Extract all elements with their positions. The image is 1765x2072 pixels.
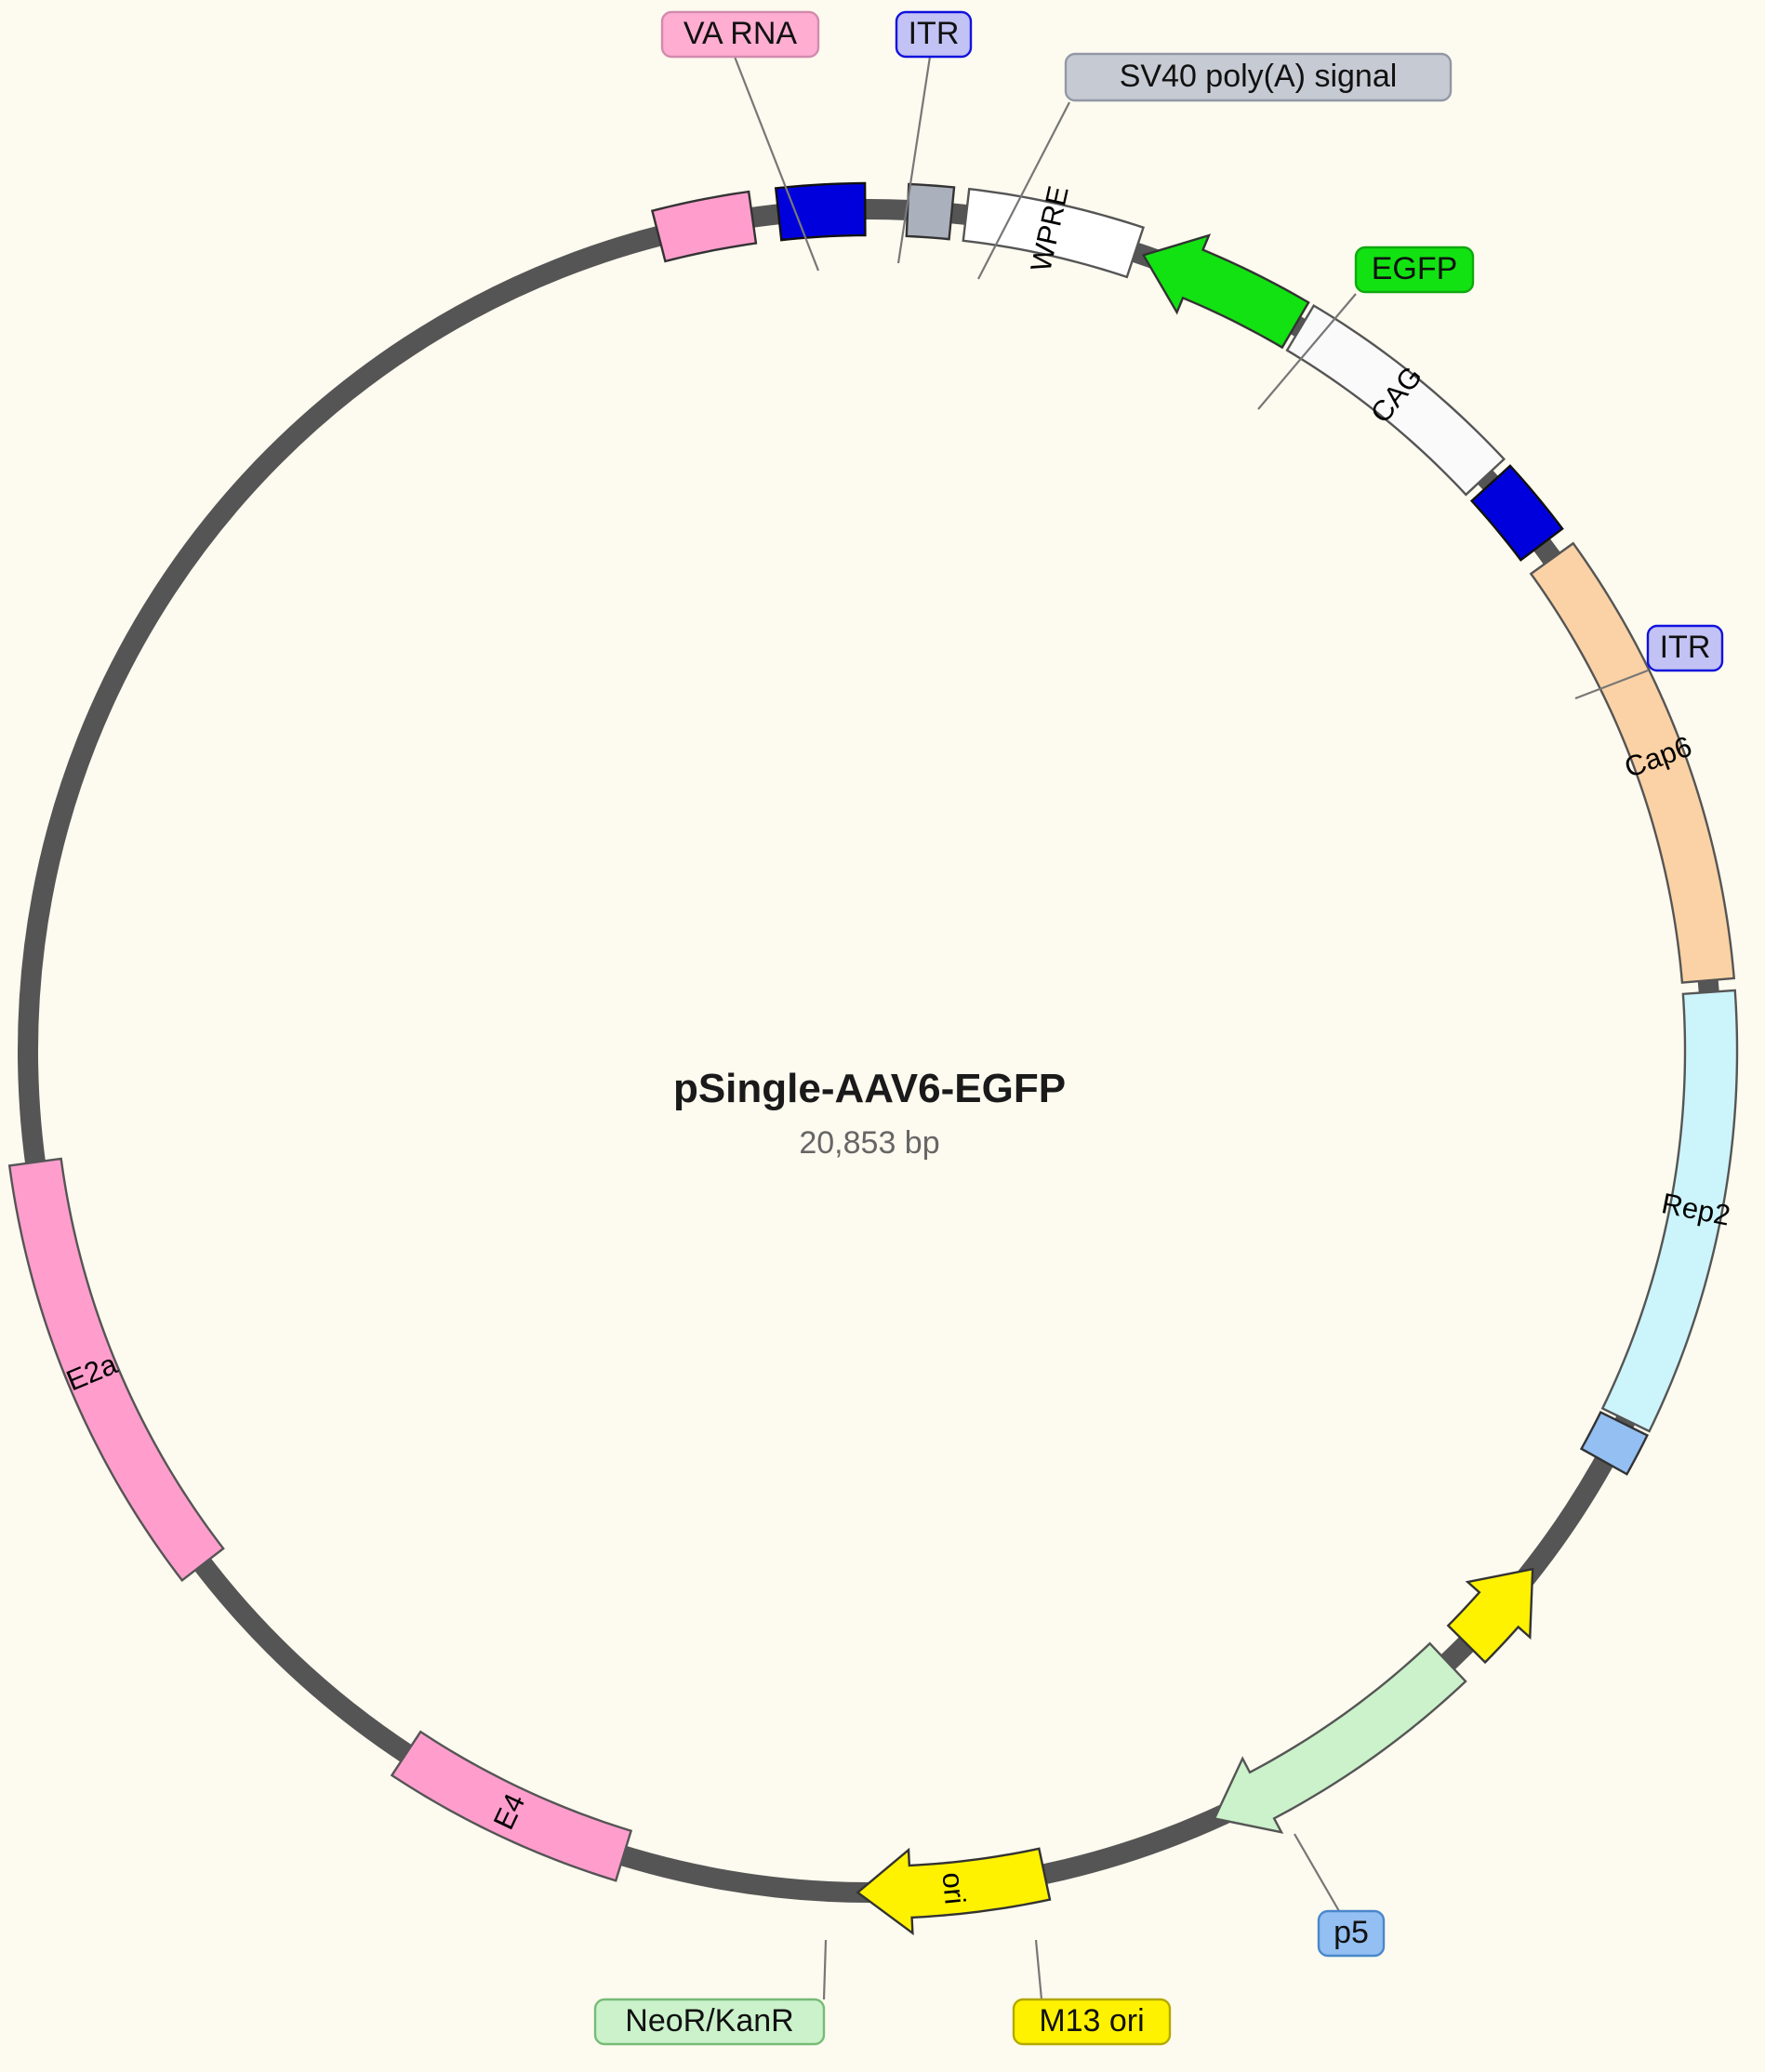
callout-box[interactable] bbox=[1354, 246, 1475, 294]
callout-m13-ori[interactable]: M13 ori bbox=[1012, 1939, 1172, 2046]
callout-box[interactable] bbox=[1012, 1998, 1172, 2046]
feature-neor-kanr[interactable] bbox=[1213, 1641, 1467, 1834]
leader-line bbox=[822, 1939, 828, 2000]
feature-label: ori bbox=[936, 1871, 972, 1906]
callout-egfp[interactable]: EGFP bbox=[1257, 246, 1475, 410]
callout-itr-right[interactable]: ITR bbox=[1574, 624, 1724, 700]
plasmid-size: 20,853 bp bbox=[799, 1125, 939, 1161]
leader-line bbox=[1034, 1939, 1043, 2000]
leader-line bbox=[896, 56, 932, 264]
callout-label: ITR bbox=[1660, 630, 1711, 665]
feature-shape[interactable] bbox=[1600, 989, 1739, 1433]
callout-neor-kanr[interactable]: NeoR/KanR bbox=[593, 1939, 828, 2046]
feature-shape[interactable] bbox=[1446, 1567, 1534, 1665]
leader-line bbox=[1257, 293, 1357, 410]
callout-label: ITR bbox=[909, 16, 960, 51]
feature-sv40-poly-a-signal[interactable] bbox=[905, 182, 956, 241]
feature-e2a[interactable]: E2a bbox=[7, 1157, 225, 1582]
feature-va-rna[interactable] bbox=[650, 190, 758, 263]
callout-box[interactable] bbox=[660, 10, 820, 59]
feature-shape[interactable] bbox=[1213, 1641, 1467, 1834]
feature-cap6[interactable]: Cap6 bbox=[1529, 541, 1736, 984]
callout-label: M13 ori bbox=[1039, 2003, 1144, 2039]
feature-shape[interactable] bbox=[1529, 541, 1736, 984]
callout-label: NeoR/KanR bbox=[625, 2003, 793, 2039]
feature-shape[interactable] bbox=[1469, 464, 1564, 562]
callout-box[interactable] bbox=[1317, 1909, 1386, 1958]
leader-line bbox=[977, 101, 1070, 280]
leader-line bbox=[1574, 669, 1649, 700]
feature-shape[interactable] bbox=[7, 1157, 225, 1582]
callout-label: VA RNA bbox=[683, 16, 798, 51]
feature-e4[interactable]: E4 bbox=[390, 1730, 633, 1882]
feature-egfp[interactable] bbox=[1141, 233, 1310, 350]
callout-label: SV40 poly(A) signal bbox=[1120, 59, 1398, 94]
callout-box[interactable] bbox=[895, 10, 973, 59]
callout-p5[interactable]: p5 bbox=[1294, 1833, 1386, 1958]
feature-wpre[interactable]: WPRE bbox=[962, 183, 1146, 279]
callout-label: p5 bbox=[1334, 1915, 1369, 1950]
feature-m13-ori[interactable] bbox=[1446, 1567, 1534, 1665]
callout-va-rna[interactable]: VA RNA bbox=[660, 10, 820, 272]
feature-rep2[interactable]: Rep2 bbox=[1600, 989, 1739, 1433]
feature-itr[interactable] bbox=[774, 181, 867, 242]
feature-shape[interactable] bbox=[774, 181, 867, 242]
plasmid-title: pSingle-AAV6-EGFP bbox=[673, 1066, 1066, 1111]
callout-label: EGFP bbox=[1372, 251, 1458, 286]
feature-shape[interactable] bbox=[1579, 1410, 1650, 1476]
leader-line bbox=[733, 56, 820, 272]
feature-shape[interactable] bbox=[650, 190, 758, 263]
feature-shape[interactable] bbox=[1285, 303, 1506, 497]
callout-itr-top[interactable]: ITR bbox=[895, 10, 973, 264]
callout-sv40-poly-a-signal[interactable]: SV40 poly(A) signal bbox=[977, 52, 1453, 280]
callout-box[interactable] bbox=[1646, 624, 1724, 672]
feature-shape[interactable] bbox=[905, 182, 956, 241]
feature-shape[interactable] bbox=[962, 187, 1146, 279]
callout-box[interactable] bbox=[1064, 52, 1453, 102]
leader-line bbox=[1294, 1833, 1340, 1912]
feature-ori[interactable]: ori bbox=[856, 1847, 1052, 1936]
feature-shape[interactable] bbox=[1141, 233, 1310, 350]
feature-shape[interactable] bbox=[856, 1847, 1052, 1936]
feature-shape[interactable] bbox=[390, 1730, 633, 1882]
feature-itr[interactable] bbox=[1469, 464, 1564, 562]
feature-p5[interactable] bbox=[1579, 1410, 1650, 1476]
callout-box[interactable] bbox=[593, 1998, 826, 2046]
